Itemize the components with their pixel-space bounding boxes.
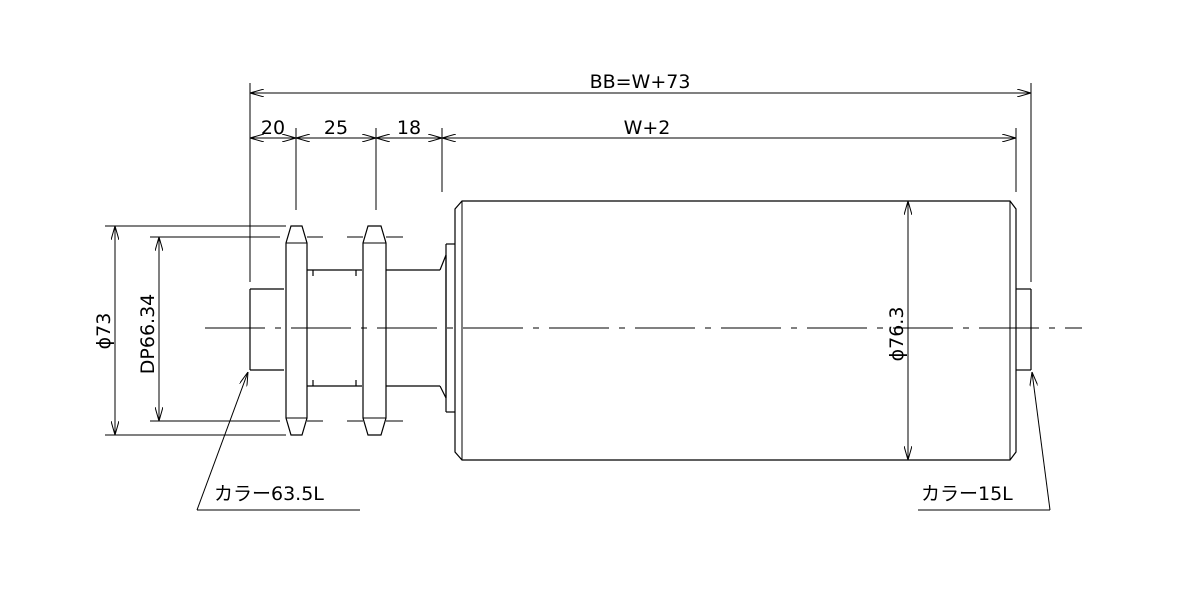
- vertical-dimensions: ϕ73 DP66.34 ϕ76.3: [93, 201, 908, 460]
- shaft-diameter-label: ϕ73: [93, 313, 115, 350]
- right-collar-label: カラー15L: [921, 483, 1013, 505]
- left-shaft-end: [249, 288, 284, 371]
- sprocket-1: [285, 225, 323, 436]
- sprocket-2: [347, 225, 403, 436]
- roller-diameter-label: ϕ76.3: [886, 307, 908, 362]
- overall-dimension: BB=W+73: [250, 71, 1031, 93]
- hub-1: [307, 269, 362, 387]
- seg2-label: 25: [324, 117, 348, 139]
- pitch-diameter-label: DP66.34: [137, 294, 159, 374]
- overall-dimension-label: BB=W+73: [590, 71, 691, 93]
- right-collar-callout: カラー15L: [918, 372, 1051, 511]
- left-collar-label: カラー63.5L: [214, 483, 324, 505]
- seg3-label: 18: [397, 117, 421, 139]
- left-collar-callout: カラー63.5L: [196, 372, 360, 511]
- right-shaft-end: [1016, 288, 1032, 371]
- segment-dimensions: 20 25 18 W+2: [250, 117, 1016, 139]
- body-width-label: W+2: [624, 117, 671, 139]
- hub-2: [386, 243, 455, 413]
- seg1-label: 20: [261, 117, 285, 139]
- roller-body: [454, 200, 1017, 461]
